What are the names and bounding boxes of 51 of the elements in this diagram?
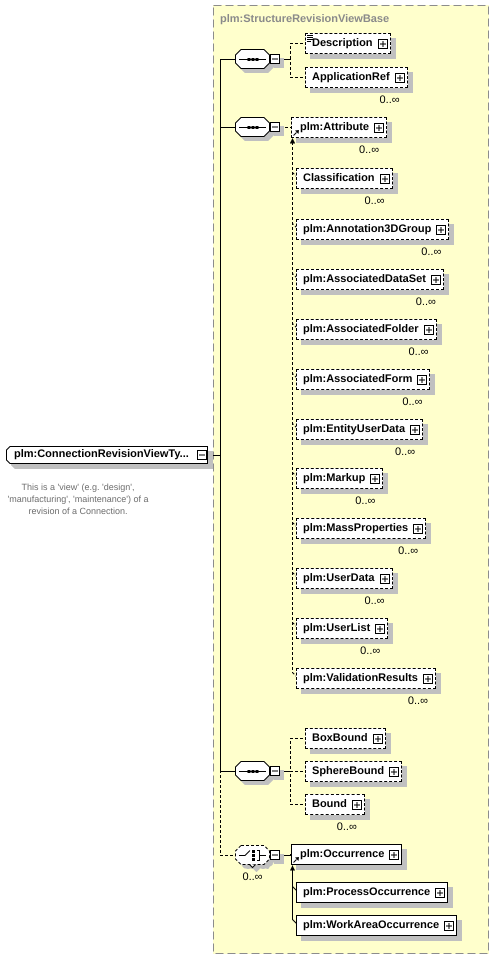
element-name: plm:AssociatedDataSet [303, 273, 426, 286]
element-name: plm:Attribute [300, 121, 370, 134]
element-name: SphereBound [312, 765, 384, 778]
multiplicity-label: 0..∞ [360, 645, 380, 657]
element-name: plm:UserList [303, 622, 370, 635]
annotation-text: This is a 'view' (e.g. 'design', 'manufacturing', 'maintenance') of a revision of a Connection. [6, 481, 150, 517]
type-name: plm:StructureRevisionViewBase [220, 13, 390, 26]
multiplicity-label: 0..∞ [421, 246, 442, 258]
multiplicity-label: 0..∞ [380, 94, 400, 106]
multiplicity-label: 0..∞ [402, 396, 422, 408]
root-element-box [6, 446, 208, 464]
element-name: plm:WorkAreaOccurrence [303, 919, 440, 932]
choice-compositor [235, 845, 280, 868]
element-name: plm:Annotation3DGroup [303, 223, 432, 236]
multiplicity-label: 0..∞ [336, 821, 357, 833]
complex-type-panel [213, 5, 489, 954]
connector-line [280, 771, 306, 772]
multiplicity-label: 0..∞ [398, 545, 418, 557]
multiplicity-label: 0..∞ [416, 296, 436, 308]
multiplicity-label: 0..∞ [395, 446, 416, 458]
element-name: Classification [303, 172, 375, 185]
element-name: plm:AssociatedForm [303, 373, 412, 386]
connector-line [280, 127, 292, 128]
connector-line [280, 854, 292, 856]
multiplicity-label: 0..∞ [408, 346, 429, 358]
multiplicity-label: 0..∞ [242, 871, 263, 883]
multiplicity-label: 0..∞ [355, 495, 376, 507]
sequence-compositor [235, 761, 280, 781]
element-name: plm:UserData [303, 572, 375, 585]
element-name: plm:MassProperties [303, 522, 408, 535]
element-name: plm:Occurrence [300, 848, 384, 861]
multiplicity-label: 0..∞ [408, 695, 428, 707]
multiplicity-label: 0..∞ [358, 144, 380, 156]
element-name: ApplicationRef [312, 71, 390, 84]
sequence-compositor [235, 49, 280, 69]
connector-line [280, 59, 306, 78]
element-name: plm:AssociatedFolder [303, 323, 419, 336]
element-name: plm:Markup [303, 472, 366, 485]
connector-line [280, 771, 306, 805]
element-name: plm:ConnectionRevisionViewTy... [14, 448, 189, 461]
sequence-compositor [235, 117, 280, 137]
arrow [290, 865, 297, 924]
element-name: plm:ValidationResults [303, 672, 418, 685]
element-name: BoxBound [312, 732, 368, 745]
multiplicity-label: 0..∞ [364, 595, 385, 607]
element-name: plm:EntityUserData [303, 423, 406, 436]
element-name: Bound [312, 798, 347, 811]
element-name: Description [312, 37, 373, 50]
connector-line [280, 43, 306, 60]
element-name: plm:ProcessOccurrence [303, 886, 430, 899]
multiplicity-label: 0..∞ [364, 195, 385, 207]
